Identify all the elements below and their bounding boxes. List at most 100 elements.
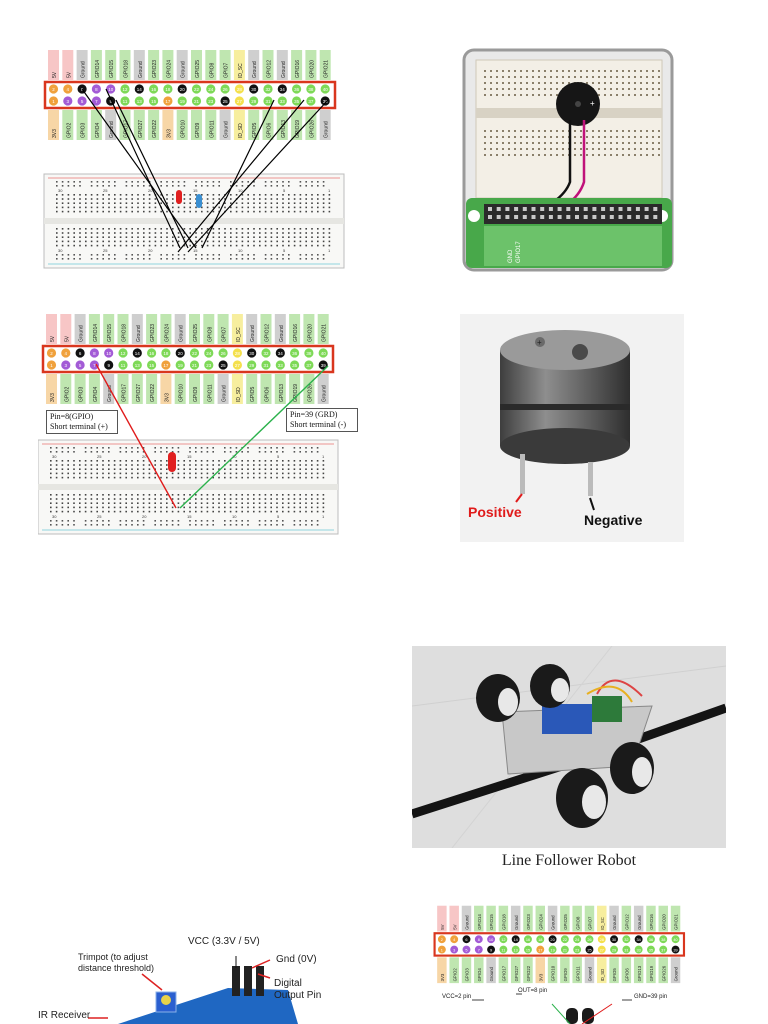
pin-number: 19 [550,947,554,952]
header-pin [289,359,301,371]
breadboard-column-number: 1 [322,514,325,519]
pin-label-top: ID_SC [600,917,605,930]
pin-number: 38 [308,87,314,92]
breadboard-column-number: 20 [142,454,147,459]
buzzer-breadboard-diagram: + GPIO17 GND [462,48,676,274]
red-led [176,190,182,204]
pin-label-bottom: GPIO27 [136,384,142,402]
pin-label-bottom: GPIO4 [93,386,99,402]
pin-number: 37 [306,363,312,368]
pin-label-bottom: GPIO3 [81,122,87,138]
pin-number: 5 [81,99,84,104]
ir-sensor-photo: VCC (3.3V / 5V) Trimpot (to adjust dista… [38,930,358,1024]
pin-label-bottom: GPIO27 [514,965,519,981]
pin-label-top: Ground [181,61,187,78]
header-pin [189,347,200,359]
pin-number: 18 [163,351,169,356]
pin-label-bottom: GPIO3 [79,386,85,402]
pin-label-top: GPIO20 [661,914,666,930]
pin-number: 19 [178,363,184,368]
header-pin [511,934,521,944]
header-pin [89,347,100,359]
header-pin [91,83,102,95]
pin-label-bottom: GPIO9 [563,968,568,982]
pin-number: 8 [478,937,480,942]
pin-number: 13 [137,99,143,104]
pin-number: 36 [292,351,298,356]
gnd-label: GND [508,249,514,263]
pin-label-bottom: GPIO22 [150,384,156,402]
pin-number: 38 [661,937,665,942]
header-pin [303,347,315,359]
header-pin [60,347,72,359]
pin-label-top: Ground [138,61,144,78]
header-pin [119,83,131,95]
pin-number: 20 [180,87,186,92]
header-pin [219,95,231,107]
pin-number: 3 [67,99,70,104]
pin-number: 25 [223,99,229,104]
breadboard-column-number: 25 [103,188,108,193]
pin-number: 15 [149,363,155,368]
header-pin [76,95,88,107]
pin-number: 33 [278,363,284,368]
header-pin [291,95,303,107]
header-pin [523,934,533,944]
header-pin [437,934,447,944]
pin-number: 23 [575,947,579,952]
header-pin [274,347,286,359]
gnd-label: Gnd (0V) [276,954,317,965]
pin-number: 32 [624,937,628,942]
pin-label-top: Ground [514,915,519,930]
pin-label-top: Ground [136,325,142,342]
header-frame [41,344,335,374]
header-pin [105,83,117,95]
header-pin [203,359,215,371]
ir-sensor-render [88,956,298,1024]
header-pin [233,95,245,107]
breadboard-column-number: 5 [277,454,280,459]
header-pin [131,347,143,359]
pin-number: 24 [575,937,580,942]
pin-label-top: GPIO18 [124,60,130,78]
header-pin [162,83,174,95]
pin-number: 30 [251,87,257,92]
pin-number: 35 [294,99,300,104]
pin-number: 15 [151,99,157,104]
pin-number: 16 [149,351,155,356]
header-pin [597,944,607,955]
pin-number: 20 [178,351,184,356]
header-pin [146,347,157,359]
pin-number: 9 [107,363,110,368]
header-pin [670,944,681,955]
header-pin [74,347,86,359]
header-pin [219,83,231,95]
breadboard-column-number: 5 [283,248,286,253]
header-pin [291,83,303,95]
header-pin [248,95,260,107]
pin-number: 30 [249,351,255,356]
header-pin [160,359,172,371]
pin-label-bottom: GPIO3 [465,968,470,982]
header-pin [319,95,331,107]
pin-label-top: GPIO25 [195,60,201,78]
header-pin [274,359,286,371]
pin-number: 26 [221,351,227,356]
gnd-pin-label: GND=39 pin [634,994,668,1000]
pin-label-top: GPIO24 [538,914,543,930]
pin-number: 5 [79,363,82,368]
header-pin [176,95,188,107]
pin-label-bottom: GPIO13 [279,384,285,402]
header-pin [176,83,188,95]
pin-label-bottom: 3V3 [164,393,170,402]
negative-label: Negative [584,512,643,528]
pin-number: 25 [587,947,591,952]
pin-label-top: GPIO12 [625,914,630,930]
pin-number: 7 [95,99,98,104]
pin-number: 11 [123,99,128,104]
header-pin [523,944,533,955]
